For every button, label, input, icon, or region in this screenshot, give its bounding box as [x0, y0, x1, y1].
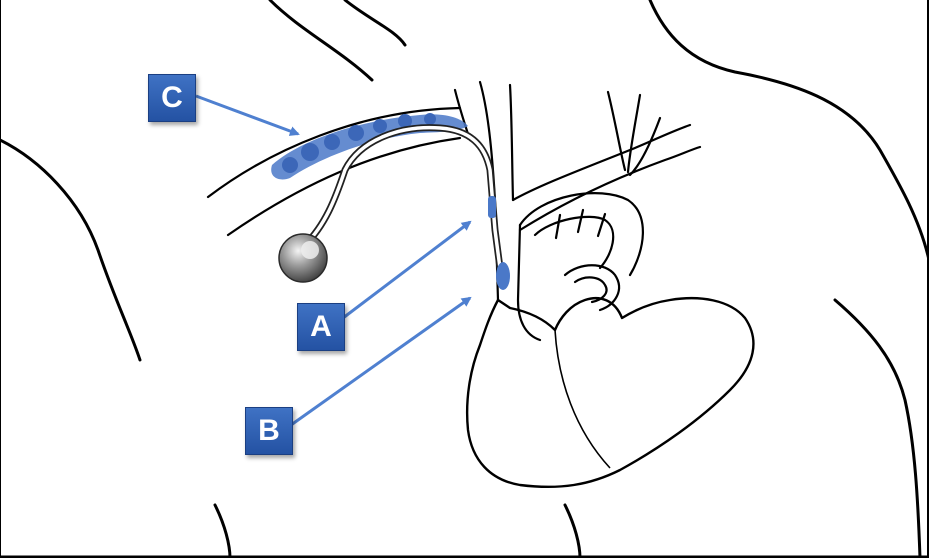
clavicle-lower-line	[228, 138, 460, 235]
right-shoulder-line	[650, 0, 929, 260]
svc-right-wall-upper	[510, 85, 513, 200]
arch-branch-2	[578, 210, 583, 232]
arrow-c	[196, 96, 298, 134]
left-trapezius-line	[345, 0, 405, 45]
ascending-aorta	[518, 225, 540, 340]
left-lower-torso-line	[215, 505, 230, 558]
aortic-arch-outer	[520, 193, 643, 275]
callout-a-label: A	[297, 303, 345, 351]
brachiocephalic-lower	[520, 147, 700, 230]
heart-septum-line	[555, 330, 610, 468]
callout-c-label: C	[148, 74, 196, 122]
arch-branch-1	[556, 215, 560, 238]
lead-ring-electrode	[488, 196, 496, 218]
pulse-generator-icon	[279, 234, 327, 282]
callout-b-label: B	[245, 407, 293, 455]
brachiocephalic-upper	[513, 125, 690, 200]
left-arm-line	[0, 140, 140, 360]
lead-tip-electrode	[496, 262, 510, 290]
carotid-line-2	[628, 95, 640, 172]
left-neck-line	[270, 0, 372, 80]
arrow-a	[343, 222, 470, 318]
right-arm-line	[835, 300, 920, 558]
right-lower-torso-line	[565, 505, 580, 558]
heart-outline	[467, 298, 753, 487]
